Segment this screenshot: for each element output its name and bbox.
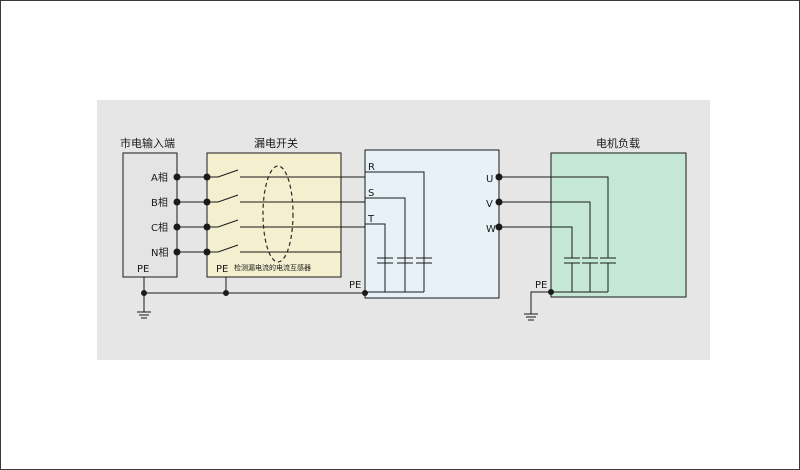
- motor-capacitor-icon: [551, 257, 616, 293]
- ct-caption: 检测漏电流的电流互感器: [234, 263, 311, 272]
- drive-output-v: V: [486, 199, 493, 210]
- phase-a-label: A相: [151, 171, 168, 184]
- capacitor-icon: [365, 257, 432, 293]
- mains-input-label: 市电输入端: [120, 136, 175, 150]
- output-wires: [495, 173, 609, 258]
- drive-input-r: R: [368, 162, 375, 173]
- leakage-switch-box: [206, 152, 342, 278]
- pe-label-motor: PE: [535, 280, 547, 291]
- drive-input-s: S: [368, 188, 374, 199]
- input-wires: [173, 173, 218, 256]
- drive-box: [364, 149, 500, 299]
- motor-load-box: [550, 152, 687, 298]
- motor-pe-wire: [530, 289, 554, 314]
- pe-label-mains: PE: [137, 264, 149, 275]
- current-transformer-loop: [262, 165, 294, 263]
- phase-n-label: N相: [151, 246, 168, 259]
- leakage-switch-label: 漏电开关: [254, 136, 298, 150]
- pe-label-drive: PE: [349, 280, 361, 291]
- ground-icon: [137, 311, 151, 319]
- drive-output-u: U: [486, 174, 493, 185]
- phase-b-label: B相: [151, 196, 168, 209]
- pe-label-switch: PE: [216, 264, 228, 275]
- phase-c-label: C相: [151, 221, 168, 234]
- drive-output-w: W: [486, 224, 496, 235]
- switch-contact-icon: [217, 169, 239, 253]
- ground-icon: [524, 313, 538, 321]
- switch-to-drive-wires: [240, 171, 425, 292]
- mains-input-box: [122, 152, 178, 278]
- drive-input-t: T: [367, 214, 375, 225]
- motor-load-label: 电机负载: [596, 136, 640, 150]
- pe-bus: [141, 277, 368, 312]
